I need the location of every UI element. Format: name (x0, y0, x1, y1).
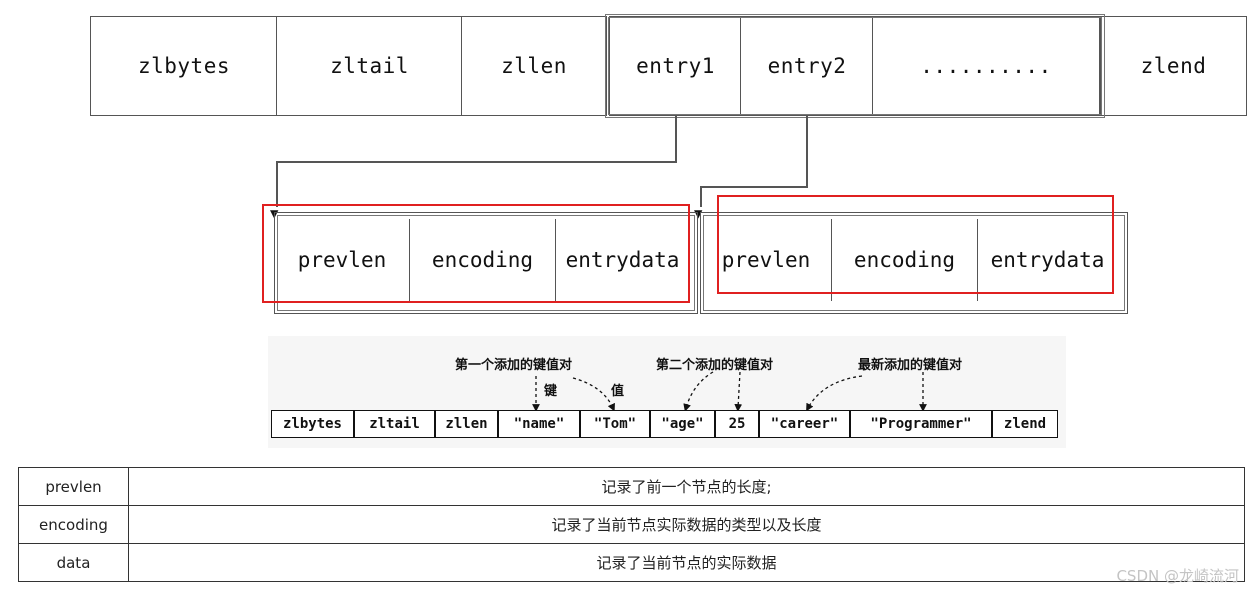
field-name: prevlen (18, 467, 129, 506)
zlbytes-cell: zlbytes (271, 410, 354, 438)
field-description: 记录了当前节点实际数据的类型以及长度 (128, 505, 1245, 544)
programmer-value-cell: "Programmer" (850, 410, 992, 438)
entry1-expanded: prevlen encoding entrydata (274, 212, 698, 314)
field-description: 记录了当前节点的实际数据 (128, 543, 1245, 582)
entry2-connector-down (700, 186, 702, 207)
field-name: encoding (18, 505, 129, 544)
zllen-cell: zllen (461, 16, 607, 116)
entry1-cell: entry1 (609, 16, 742, 116)
zllen-cell: zllen (435, 410, 498, 438)
ellipsis-cell: .......... (872, 16, 1100, 116)
zlend-cell: zlend (1100, 16, 1247, 116)
field-name: data (18, 543, 129, 582)
table-row: data 记录了当前节点的实际数据 (18, 543, 1245, 582)
zltail-cell: zltail (354, 410, 435, 438)
zltail-cell: zltail (276, 16, 463, 116)
value-label: 值 (611, 384, 625, 399)
entry1-connector-down (276, 161, 278, 207)
arrow-down-icon: ▼ (694, 206, 703, 222)
entry2-cell: entry2 (740, 16, 874, 116)
newest-pair-label: 最新添加的键值对 (858, 358, 963, 373)
watermark: CSDN @龙崎流河 (1116, 567, 1239, 585)
ziplist-structure-diagram: zlbytes zltail zllen entry1 entry2 .....… (90, 14, 1247, 316)
entry2-expanded: prevlen encoding entrydata (700, 212, 1128, 314)
age-key-cell: "age" (650, 410, 715, 438)
entry1-connector (675, 116, 677, 163)
age-value-cell: 25 (715, 410, 759, 438)
entry2-connector (806, 116, 808, 188)
table-row: prevlen 记录了前一个节点的长度; (18, 467, 1245, 506)
table-row: encoding 记录了当前节点实际数据的类型以及长度 (18, 505, 1245, 544)
entries-frame (605, 14, 1105, 118)
field-description-table: prevlen 记录了前一个节点的长度; encoding 记录了当前节点实际数… (18, 467, 1245, 582)
entry2-connector-h (700, 186, 808, 188)
highlight-box (717, 195, 1114, 294)
tom-value-cell: "Tom" (580, 410, 650, 438)
highlight-box (262, 204, 690, 303)
key-label: 键 (544, 384, 558, 399)
ziplist-example-diagram: 第一个添加的键值对 键 值 第二个添加的键值对 最新添加的键值对 zlbytes… (268, 336, 1066, 448)
annotation-arrows (532, 371, 927, 412)
name-key-cell: "name" (498, 410, 580, 438)
zlend-cell: zlend (992, 410, 1058, 438)
zlbytes-cell: zlbytes (90, 16, 278, 116)
field-description: 记录了前一个节点的长度; (128, 467, 1245, 506)
second-pair-label: 第二个添加的键值对 (656, 358, 774, 373)
entry1-connector-h (276, 161, 677, 163)
career-key-cell: "career" (759, 410, 850, 438)
first-pair-label: 第一个添加的键值对 (455, 358, 573, 373)
